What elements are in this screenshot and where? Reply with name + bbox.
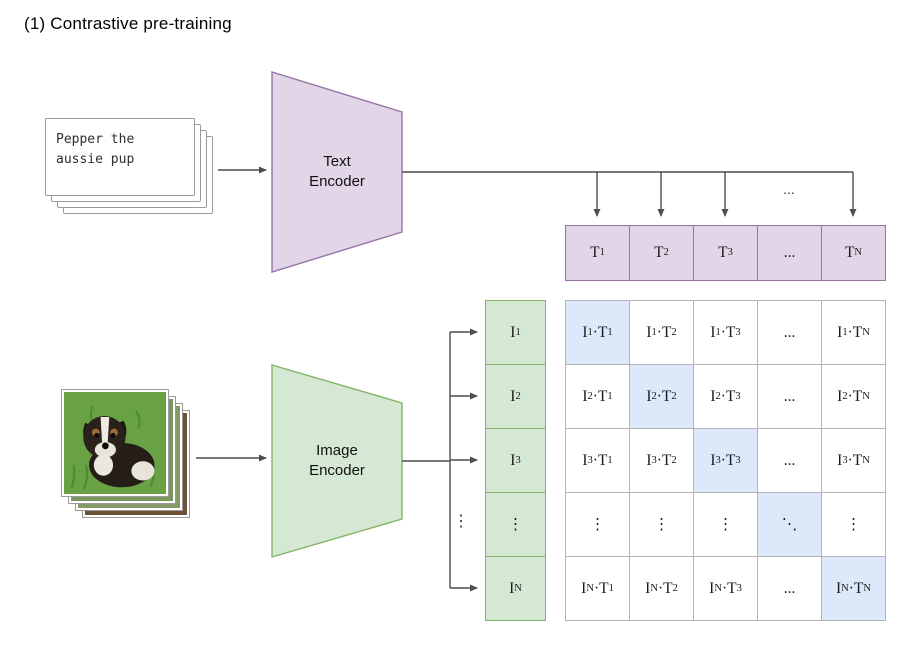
matrix-cell: ⋮ [694, 493, 758, 557]
matrix-cell: ⋱ [758, 493, 822, 557]
text-input-stack: Pepper the aussie pup [45, 118, 220, 220]
matrix-cell: ... [758, 365, 822, 429]
text-branch-ellipsis: ... [783, 181, 795, 197]
text-caption: Pepper the aussie pup [56, 132, 135, 168]
matrix-cell: ⋮ [566, 493, 630, 557]
text-embedding-ellipsis: ... [758, 226, 822, 281]
figure-title: (1) Contrastive pre-training [24, 14, 232, 33]
puppy-illustration [64, 392, 166, 494]
text-encoder-label: Text Encoder [309, 153, 365, 190]
image-embedding-ellipsis: ⋮ [486, 493, 546, 557]
puppy-photo [62, 390, 168, 496]
matrix-cell: ⋮ [630, 493, 694, 557]
matrix-cell: ... [758, 557, 822, 621]
text-card-front: Pepper the aussie pup [45, 118, 195, 196]
image-input-stack [62, 390, 202, 530]
image-encoder-label: Image Encoder [309, 442, 365, 479]
matrix-cell: ⋮ [822, 493, 886, 557]
matrix-cell: ... [758, 429, 822, 493]
matrix-cell: ... [758, 301, 822, 365]
image-branch-ellipsis: ⋮ [453, 513, 469, 530]
